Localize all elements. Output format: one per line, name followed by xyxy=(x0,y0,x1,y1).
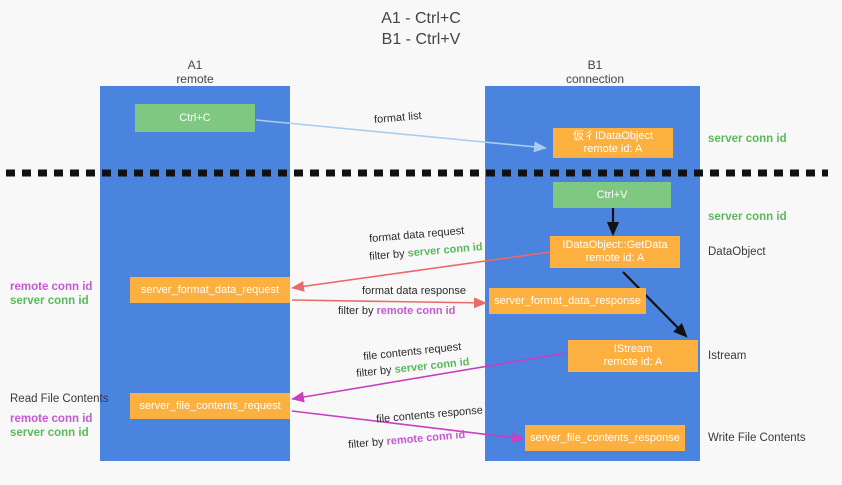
arrow-format-data-response xyxy=(291,297,487,309)
column-a1-sub: remote xyxy=(176,72,214,86)
side-label-istream: Istream xyxy=(708,350,747,362)
arrow-format-list xyxy=(255,119,547,153)
arrow-file-contents-request xyxy=(291,352,567,403)
left-label-server-conn-id-lower: server conn id xyxy=(10,427,89,439)
node-ctrl-v[interactable]: Ctrl+V xyxy=(553,182,671,208)
column-b1-sub: connection xyxy=(565,72,625,86)
title-line-2: B1 - Ctrl+V xyxy=(381,31,461,48)
node-istream-label: IStream xyxy=(613,343,653,355)
side-label-server-conn-id-top: server conn id xyxy=(708,133,787,145)
side-label-write-file-contents: Write File Contents xyxy=(708,432,806,444)
arrow-label-filter-by-remote-upper: filter by remote conn id xyxy=(338,304,455,318)
node-server-file-contents-request-label: server_file_contents_request xyxy=(139,399,281,412)
filter-by-text-4: filter by xyxy=(347,436,385,452)
node-server-format-data-response[interactable]: server_format_data_response xyxy=(489,288,646,314)
column-b1-name: B1 xyxy=(587,58,603,72)
node-server-format-data-response-label: server_format_data_response xyxy=(494,294,641,307)
node-ctrl-c[interactable]: Ctrl+C xyxy=(135,104,255,132)
node-server-format-data-request-label: server_format_data_request xyxy=(140,283,280,296)
side-label-dataobject: DataObject xyxy=(708,246,766,258)
filter-by-text-1: filter by xyxy=(368,247,406,263)
node-server-file-contents-response[interactable]: server_file_contents_response xyxy=(525,425,685,451)
left-label-remote-conn-id-lower: remote conn id xyxy=(10,413,93,425)
left-label-read-file-contents: Read File Contents xyxy=(10,393,109,405)
arrow-file-contents-response xyxy=(291,410,525,443)
side-label-server-conn-id-mid: server conn id xyxy=(708,211,787,223)
node-idataobject[interactable]: 仮彳IDataObject remote id: A xyxy=(553,128,673,158)
node-istream-subtitle: remote id: A xyxy=(603,356,663,368)
filter-by-text-3: filter by xyxy=(355,364,393,380)
node-idataobject-subtitle: remote id: A xyxy=(583,143,643,155)
node-ctrl-v-label: Ctrl+V xyxy=(596,188,628,201)
arrow-getdata-to-istream xyxy=(622,271,688,338)
arrow-label-format-data-response: format data response xyxy=(362,285,466,297)
left-label-remote-conn-id-upper: remote conn id xyxy=(10,281,93,293)
page-title: A1 - Ctrl+C B1 - Ctrl+V xyxy=(0,8,842,50)
node-server-file-contents-response-label: server_file_contents_response xyxy=(530,431,680,444)
node-idataobject-label: 仮彳IDataObject xyxy=(572,130,654,142)
column-a1-name: A1 xyxy=(187,58,203,72)
column-header-a1: A1 remote xyxy=(120,58,270,86)
node-istream[interactable]: IStream remote id: A xyxy=(568,340,698,372)
node-getdata-subtitle: remote id: A xyxy=(585,252,645,264)
node-getdata-label: IDataObject::GetData xyxy=(562,239,668,251)
node-server-file-contents-request[interactable]: server_file_contents_request xyxy=(130,393,290,419)
filter-remote-conn-id-1: remote conn id xyxy=(376,305,456,317)
filter-by-text-2: filter by xyxy=(338,305,374,317)
title-line-1: A1 - Ctrl+C xyxy=(381,10,461,27)
column-header-b1: B1 connection xyxy=(515,58,675,86)
left-label-server-conn-id-upper: server conn id xyxy=(10,295,89,307)
node-idataobject-getdata[interactable]: IDataObject::GetData remote id: A xyxy=(550,236,680,268)
arrow-format-data-request xyxy=(291,251,551,292)
node-server-format-data-request[interactable]: server_format_data_request xyxy=(130,277,290,303)
node-ctrl-c-label: Ctrl+C xyxy=(179,111,211,124)
